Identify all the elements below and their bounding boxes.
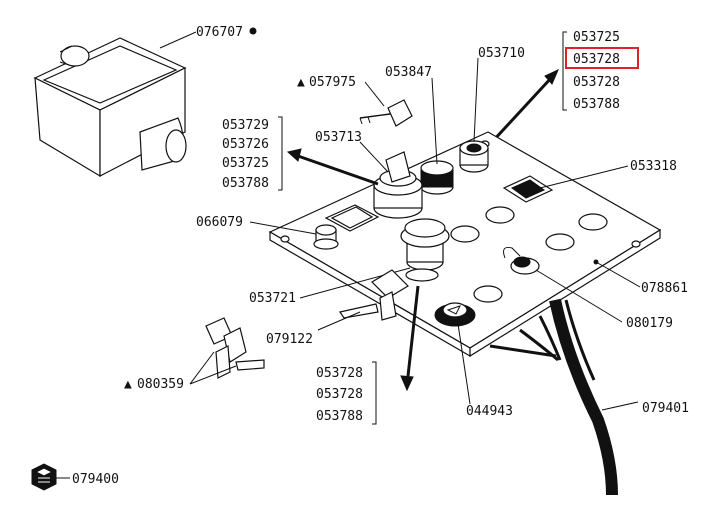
label-cable: 079401 <box>642 401 689 416</box>
control-panel <box>268 131 662 358</box>
label-panel: 078861 <box>641 281 688 296</box>
triangle-spare-key-marker: ▲ <box>124 377 132 392</box>
cable-bundle <box>489 298 618 496</box>
bracket-left <box>278 116 283 191</box>
arrow-top-right <box>490 75 554 144</box>
highlight-box <box>565 47 639 69</box>
key-tag <box>339 269 409 321</box>
label-connector-cap: 080179 <box>626 316 673 331</box>
bracket-bottom <box>372 361 377 425</box>
label-key-switch: 053713 <box>315 130 362 145</box>
label-key-tag: 079122 <box>266 332 313 347</box>
label-bottom-group-1: 053728 <box>316 366 363 381</box>
junction-box <box>33 31 197 178</box>
label-top-group-2: 053728 <box>573 52 620 67</box>
label-left-group-2: 053726 <box>222 137 269 152</box>
arrowhead-bottom <box>400 375 414 392</box>
key-icon <box>359 99 413 127</box>
arrow-bottom <box>406 285 420 377</box>
spare-key <box>205 317 265 379</box>
cable-gland-icon <box>31 463 57 491</box>
rocker-switch <box>502 175 554 203</box>
key-switch <box>373 151 423 219</box>
arrowhead-left <box>286 148 302 162</box>
arrow-left <box>297 154 379 186</box>
cap-knob <box>313 224 339 250</box>
mushroom-button <box>400 218 450 282</box>
label-spare-key: 080359 <box>137 377 184 392</box>
label-indicator: 044943 <box>466 404 513 419</box>
connector-cap <box>503 247 540 275</box>
arrowhead-top-right <box>544 69 559 85</box>
label-mushroom-button: 053721 <box>249 291 296 306</box>
dot-marker <box>249 27 257 35</box>
label-black-button: 053847 <box>385 65 432 80</box>
label-top-group-1: 053725 <box>573 30 620 45</box>
label-left-group-4: 053788 <box>222 176 269 191</box>
label-top-group-3: 053728 <box>573 75 620 90</box>
label-box-part: 076707 <box>196 25 243 40</box>
black-button <box>420 160 454 195</box>
label-cap: 066079 <box>196 215 243 230</box>
label-key: 057975 <box>309 75 356 90</box>
label-left-group-1: 053729 <box>222 118 269 133</box>
label-left-group-3: 053725 <box>222 156 269 171</box>
label-top-group-4: 053788 <box>573 97 620 112</box>
triangle-key-marker: ▲ <box>297 75 305 90</box>
label-bottom-group-3: 053788 <box>316 409 363 424</box>
label-top-switch: 053710 <box>478 46 525 61</box>
top-switch <box>459 140 489 173</box>
label-rocker-switch: 053318 <box>630 159 677 174</box>
label-gland: 079400 <box>72 472 119 487</box>
label-bottom-group-2: 053728 <box>316 387 363 402</box>
indicator-light <box>434 302 476 327</box>
bracket-top-right <box>562 31 567 111</box>
